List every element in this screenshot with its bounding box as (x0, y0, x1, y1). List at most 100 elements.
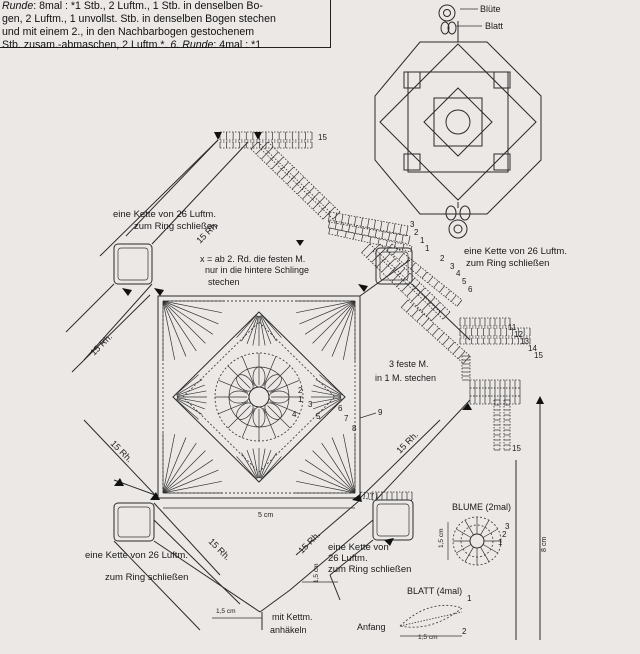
stitch-mark (374, 229, 378, 238)
stitch-mark (367, 493, 370, 500)
arrow-icon (150, 492, 160, 500)
arrow-icon (352, 494, 362, 502)
round-number: 3 (308, 400, 313, 409)
stitch-fan (162, 480, 222, 494)
row-number: 15 (318, 133, 327, 142)
row-number: 13 (520, 337, 529, 346)
stitch-fan (162, 469, 219, 494)
chain-label-bottom-right-3: zum Ring schließen (328, 564, 411, 575)
dim-15cm-label: 1,5 cm (418, 634, 438, 641)
stitch-fan (319, 399, 343, 420)
chain-row (359, 497, 377, 501)
chain-label-top-left-2: zum Ring schließen (134, 221, 217, 232)
motif-inner-diamond (423, 87, 493, 157)
stitch-fan (296, 480, 356, 494)
row-number: 12 (514, 330, 523, 339)
round-number: 6 (338, 404, 343, 413)
stitch-mark (416, 313, 424, 322)
row-number: 5 (462, 277, 467, 286)
stitch-mark (392, 223, 396, 234)
row-number: 1 (420, 236, 425, 245)
stitch-fan (260, 315, 272, 344)
stitch-mark (352, 233, 355, 240)
stitch-fan (299, 300, 356, 325)
round-number: 8 (352, 424, 357, 433)
round-number: 1 (298, 395, 303, 404)
row-number: 1 (498, 538, 503, 547)
chain-label-top-left: eine Kette von 26 Luftm. (113, 209, 216, 220)
row-number: 15 (512, 444, 521, 453)
row-number: 3 (505, 522, 510, 531)
stitch-spoke (267, 365, 291, 389)
stitch-mark (457, 351, 466, 359)
stitch-spoke (227, 365, 251, 389)
row-number: 15 (534, 351, 543, 360)
stitch-mark (404, 257, 410, 265)
stitch-fan (259, 315, 266, 346)
stitch-mark (437, 332, 445, 341)
instruction-line-1: : 8mal : *1 Stb., 2 Luftm., 1 Stb. in de… (33, 0, 263, 12)
anfang-label: Anfang (357, 622, 386, 632)
bluete-flower-bottom (448, 219, 468, 239)
stitch-mark (405, 225, 409, 236)
stitch-mark (411, 309, 419, 317)
stitch-mark (317, 196, 325, 205)
bluete-flower-top (438, 4, 456, 22)
stitch-mark (393, 242, 396, 249)
ring-bottom-right (372, 499, 414, 541)
dim-8cm-label: 8 cm (541, 537, 548, 552)
stitch-mark (398, 253, 404, 260)
stitch-fan (175, 374, 199, 395)
row-number: 3 (410, 220, 415, 229)
motif-overview: Blüte Blatt (374, 4, 542, 239)
stitch-fan (176, 390, 207, 397)
feste-label-2: in 1 M. stechen (375, 373, 436, 383)
stitch-mark (392, 248, 399, 256)
center-spokes (215, 353, 303, 441)
dim-15cm-label: 1,5 cm (216, 608, 236, 615)
row-number: 2 (414, 228, 419, 237)
stitch-mark (386, 243, 393, 251)
stitch-mark (368, 227, 371, 236)
chain-label-top-right-2: zum Ring schließen (466, 258, 549, 269)
stitch-mark (361, 235, 364, 242)
stitch-spoke (482, 544, 498, 554)
stitch-fan (261, 314, 282, 338)
stitch-fan (331, 437, 356, 494)
stitch-mark (445, 290, 451, 298)
stitch-fan (162, 300, 214, 335)
stitch-fan (162, 300, 206, 344)
petal (252, 366, 266, 388)
blatt-title: BLATT (4mal) (407, 586, 462, 596)
ring-top-left (113, 243, 153, 285)
stitch-mark (381, 230, 384, 239)
stitch-mark (372, 243, 381, 252)
motif-corner-ring-tr (493, 71, 511, 89)
blatt-leaf-right (447, 21, 457, 35)
row-number: 1 (467, 594, 472, 603)
arrow-icon (384, 538, 394, 546)
stitch-mark (375, 494, 378, 501)
stitch-spoke (218, 379, 249, 393)
petal (268, 390, 290, 404)
stitch-mark (427, 297, 436, 305)
stitch-mark (388, 231, 391, 240)
stitch-fan (331, 300, 356, 357)
arrow-icon (122, 288, 132, 296)
stitch-spoke (267, 405, 291, 429)
mit-kettm-label: mit Kettm. (272, 612, 313, 622)
row-number: 14 (528, 344, 537, 353)
stitch-mark (271, 151, 279, 160)
rh-label-bottom-center: 15 Rh. (207, 536, 233, 562)
stitch-mark (379, 221, 383, 232)
stitch-fan (313, 398, 342, 410)
stitch-mark (397, 268, 406, 276)
instruction-line-3: und mit einem 2., in den Nachbarbogen ge… (2, 26, 255, 38)
round-number: 5 (316, 412, 321, 421)
center-square: 1 2 3 4 5 6 7 8 9 (157, 295, 383, 499)
stitch-fan (162, 300, 187, 357)
stitch-mark (422, 292, 431, 300)
stitch-spoke (263, 407, 277, 438)
stitch-fan (241, 452, 258, 479)
stitch-spoke (464, 520, 474, 536)
